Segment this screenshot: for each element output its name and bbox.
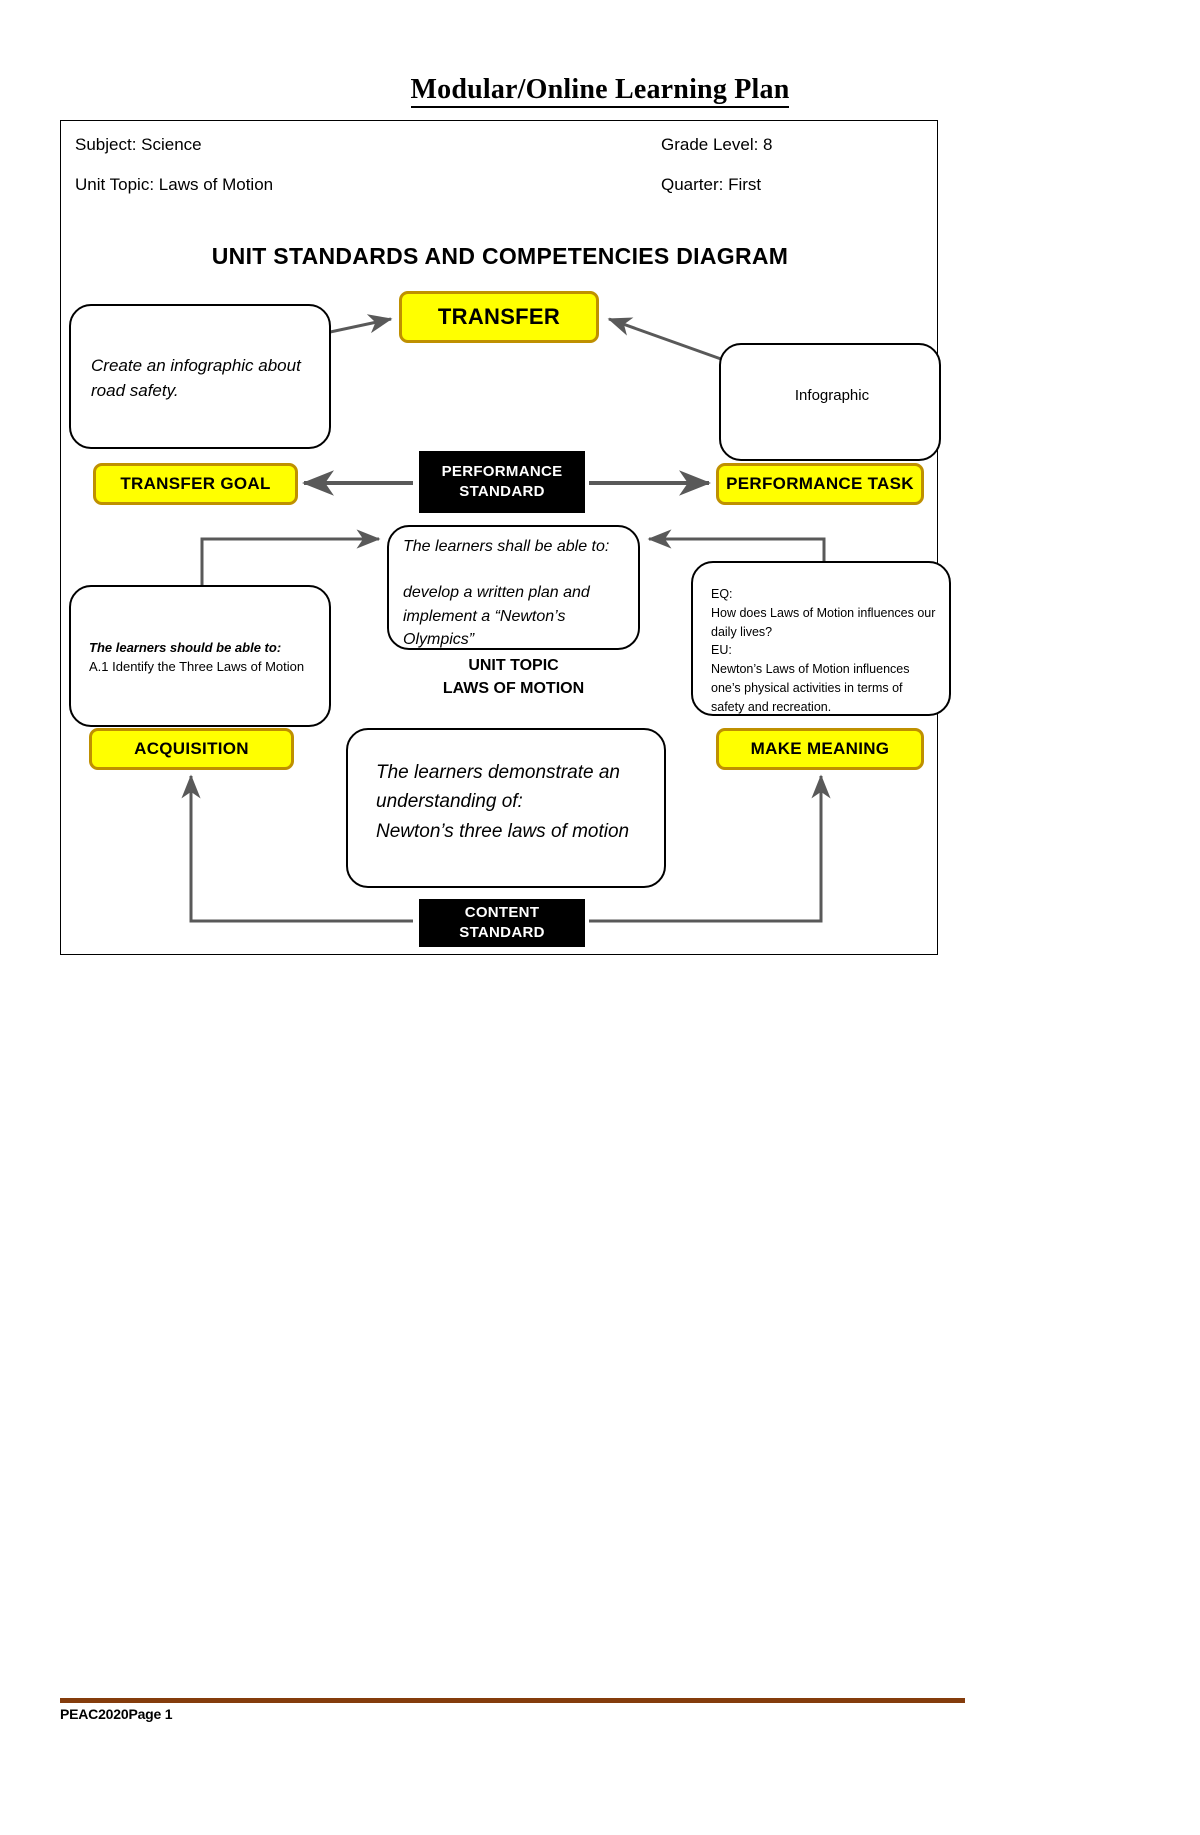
- unit-topic-center-label: UNIT TOPIC LAWS OF MOTION: [387, 654, 640, 700]
- performance-standard-label-line1: PERFORMANCE: [441, 462, 563, 480]
- acquisition-text: The learners should be able to: A.1 Iden…: [89, 639, 315, 677]
- content-standard-label-line2: STANDARD: [459, 924, 545, 941]
- meta-subject: Subject: Science: [75, 135, 202, 154]
- transfer-goal-callout: Create an infographic about road safety.: [69, 304, 331, 449]
- make-meaning-callout: EQ: How does Laws of Motion influences o…: [691, 561, 951, 716]
- transfer-label: TRANSFER: [437, 304, 561, 329]
- performance-task-node[interactable]: PERFORMANCE TASK: [716, 463, 924, 505]
- arrow-acquisition-elbow: [200, 529, 381, 589]
- make-meaning-text: EQ: How does Laws of Motion influences o…: [711, 587, 936, 714]
- make-meaning-label: MAKE MEANING: [750, 739, 890, 758]
- performance-task-label: PERFORMANCE TASK: [726, 474, 914, 493]
- acquisition-label: ACQUISITION: [134, 739, 249, 758]
- diagram-title: UNIT STANDARDS AND COMPETENCIES DIAGRAM: [211, 243, 789, 269]
- transfer-goal-node[interactable]: TRANSFER GOAL: [93, 463, 298, 505]
- performance-task-text: Infographic: [794, 387, 870, 404]
- performance-standard-node[interactable]: PERFORMANCE STANDARD: [419, 451, 585, 513]
- content-standard-node[interactable]: CONTENT STANDARD: [419, 899, 585, 947]
- meta-grade-level: Grade Level: 8: [661, 135, 773, 154]
- arrow-make-meaning-elbow: [647, 529, 826, 561]
- footer-text: PEAC2020Page 1: [60, 1706, 173, 1722]
- page-title: Modular/Online Learning Plan: [0, 74, 1200, 108]
- arrow-performance-task-to-transfer: [607, 317, 722, 361]
- page-title-text: Modular/Online Learning Plan: [410, 74, 790, 108]
- performance-standard-text: The learners shall be able to: develop a…: [403, 538, 610, 648]
- learning-plan-content-box: Subject: Science Grade Level: 8 Unit Top…: [60, 120, 951, 955]
- meta-quarter: Quarter: First: [661, 175, 762, 194]
- content-standard-text: The learners demonstrate an understandin…: [376, 762, 630, 842]
- unit-topic-line2: LAWS OF MOTION: [442, 680, 585, 698]
- performance-standard-callout: The learners shall be able to: develop a…: [387, 525, 640, 650]
- acquisition-text-heading: The learners should be able to:: [89, 640, 282, 655]
- acquisition-text-body: A.1 Identify the Three Laws of Motion: [89, 658, 305, 674]
- performance-task-callout: Infographic: [719, 343, 941, 461]
- footer-divider: [60, 1698, 965, 1703]
- transfer-goal-label: TRANSFER GOAL: [120, 474, 271, 493]
- acquisition-node[interactable]: ACQUISITION: [89, 728, 294, 770]
- make-meaning-node[interactable]: MAKE MEANING: [716, 728, 924, 770]
- content-standard-callout: The learners demonstrate an understandin…: [346, 728, 666, 888]
- meta-unit-topic: Unit Topic: Laws of Motion: [75, 175, 274, 194]
- unit-topic-line1: UNIT TOPIC: [468, 657, 559, 674]
- transfer-goal-text: Create an infographic about road safety.: [91, 356, 301, 400]
- acquisition-callout: The learners should be able to: A.1 Iden…: [69, 585, 331, 727]
- content-standard-label-line1: CONTENT: [464, 903, 540, 921]
- performance-standard-label-line2: STANDARD: [459, 483, 545, 500]
- transfer-node[interactable]: TRANSFER: [399, 291, 599, 343]
